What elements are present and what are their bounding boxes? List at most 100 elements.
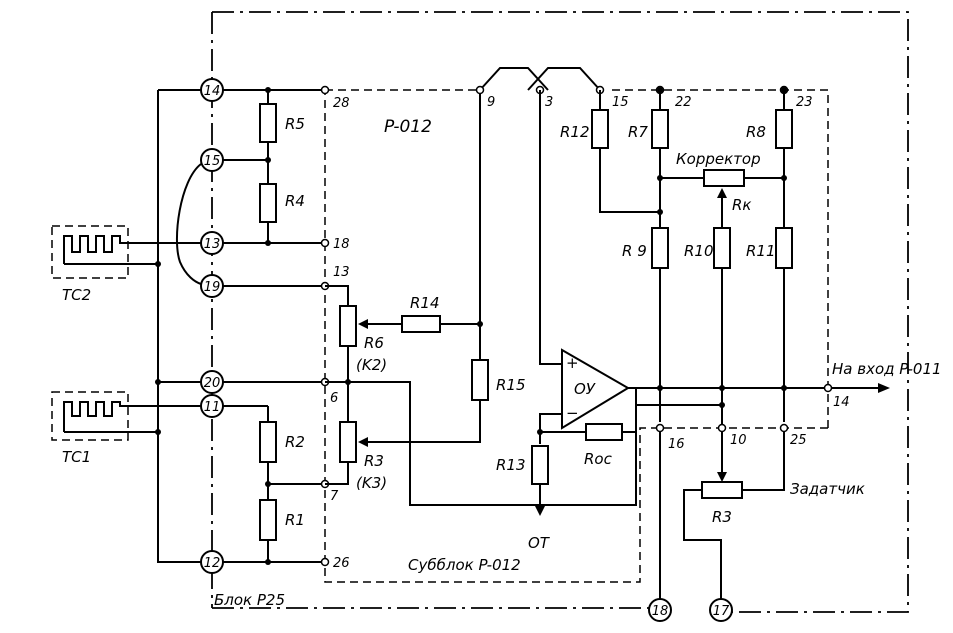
label-zadatchik: Задатчик [790,480,865,498]
pin-label-6: 6 [330,391,338,406]
resistor-r11 [775,227,793,269]
left-bus [157,89,201,563]
resistor-r15 [471,359,489,401]
label-r15: R15 [496,376,526,394]
resistor-r10 [713,227,731,269]
opamp-plus: + [566,354,579,372]
pin-label-22: 22 [675,95,692,110]
pin-label-10: 10 [730,433,747,448]
pin-label-28: 28 [333,96,350,111]
output-arrow [878,383,890,393]
terminal-20: 20 [200,370,224,394]
label-r5: R5 [285,115,305,133]
label-r13: R13 [496,456,526,474]
terminal-label: 12 [204,556,221,571]
zadatchik-arrow [717,472,727,482]
terminal-label: 18 [652,604,669,619]
label-r7: R7 [628,123,648,141]
label-r14: R14 [410,294,440,312]
pin-9 [475,85,485,95]
opamp-minus: − [566,404,579,422]
label-output: На вход P-011 [832,360,942,378]
terminal-15: 15 [200,148,224,172]
resistor-r1 [259,499,277,541]
resistor-r2 [259,421,277,463]
label-r2: R2 [285,433,305,451]
terminal-label: 11 [204,400,221,415]
junction-dot [719,385,725,391]
block-label: Блок P25 [214,591,285,609]
label-ot: OT [528,534,551,552]
opamp-body [561,348,630,430]
resistor-r4 [259,183,277,223]
pin-label-13: 13 [333,265,350,280]
junction-dot [537,429,543,435]
tc2-coil [63,235,201,264]
pin-label-25: 25 [790,433,807,448]
wire-15-19-cross [175,163,202,285]
r3-wiper [366,400,481,443]
crossover-links [479,67,601,91]
terminal-13: 13 [200,231,224,255]
pin-label-9: 9 [487,95,495,110]
junction-dot [781,87,787,93]
pin-10 [717,423,727,433]
label-r9: R 9 [622,242,647,260]
subblock-caption: Субблок P-012 [408,556,521,574]
label-k2: (K2) [356,356,387,374]
label-tc2: TC2 [62,286,91,304]
terminal-18: 18 [648,598,672,622]
label-r3: R3 [364,452,384,470]
junction-dot [155,379,161,385]
pin-label-14: 14 [833,395,850,410]
label-korrektor: Корректор [676,150,761,168]
junction-dot [657,209,663,215]
potentiometer-r6 [339,305,357,347]
label-k3: (K3) [356,474,387,492]
terminal-11: 11 [200,394,224,418]
terminal-label: 20 [204,376,221,391]
pin-label-23: 23 [796,95,813,110]
terminal-label: 17 [713,604,730,619]
junction-dot [265,559,271,565]
label-r3-zadatchik: R3 [712,508,732,526]
pin-25 [779,423,789,433]
resistor-r7 [651,109,669,149]
terminal-12: 12 [200,550,224,574]
r12-wire [599,90,660,213]
junction-dot [657,175,663,181]
terminal-label: 19 [204,280,221,295]
terminal-17: 17 [709,598,733,622]
label-roc: Roc [584,450,613,468]
pin-label-18: 18 [333,237,350,252]
terminal-19: 19 [200,274,224,298]
label-r12: R12 [560,123,590,141]
label-tc1: TC1 [62,448,91,466]
pin-label-7: 7 [330,489,339,504]
label-r10: R10 [684,242,714,260]
zadatchik-wires [659,432,785,599]
potentiometer-rk [703,169,745,187]
label-rk: Rк [732,196,751,214]
pin-18 [320,238,330,248]
subblock-title: P-012 [384,117,432,137]
label-r8: R8 [746,123,766,141]
resistor-r13 [531,445,549,485]
junction-dot [719,402,725,408]
resistor-r8 [775,109,793,149]
subblock-boundary [324,89,829,583]
junction-dot [477,321,483,327]
resistor-r12 [591,109,609,149]
terminal-14: 14 [200,78,224,102]
ot-arrow [535,506,545,516]
pin-label-3: 3 [545,95,553,110]
junction-dot [781,175,787,181]
label-r4: R4 [285,192,305,210]
junction-dot [265,157,271,163]
potentiometer-r3 [339,421,357,463]
terminal-label: 15 [204,154,221,169]
junction-dot [657,385,663,391]
pin3-wire [539,90,562,365]
